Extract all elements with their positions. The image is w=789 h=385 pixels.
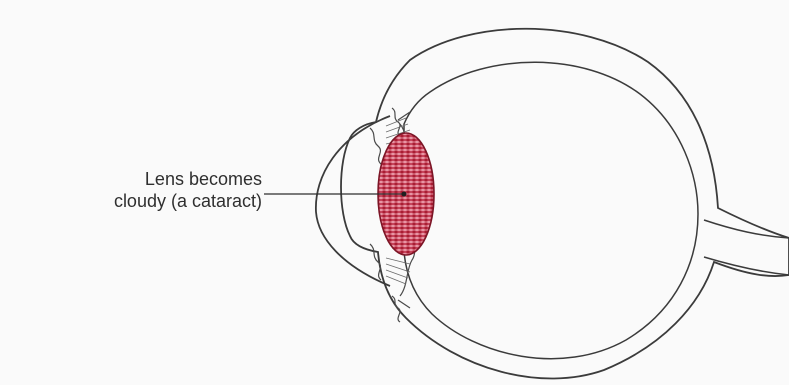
leader-dot (402, 192, 407, 197)
optic-nerve (704, 220, 789, 275)
eyeball-inner-wall (404, 62, 698, 358)
cataract-label-line-2: cloudy (a cataract) (2, 190, 262, 212)
cataract-label-line-1: Lens becomes (2, 168, 262, 190)
cataract-label: Lens becomes cloudy (a cataract) (2, 168, 262, 212)
